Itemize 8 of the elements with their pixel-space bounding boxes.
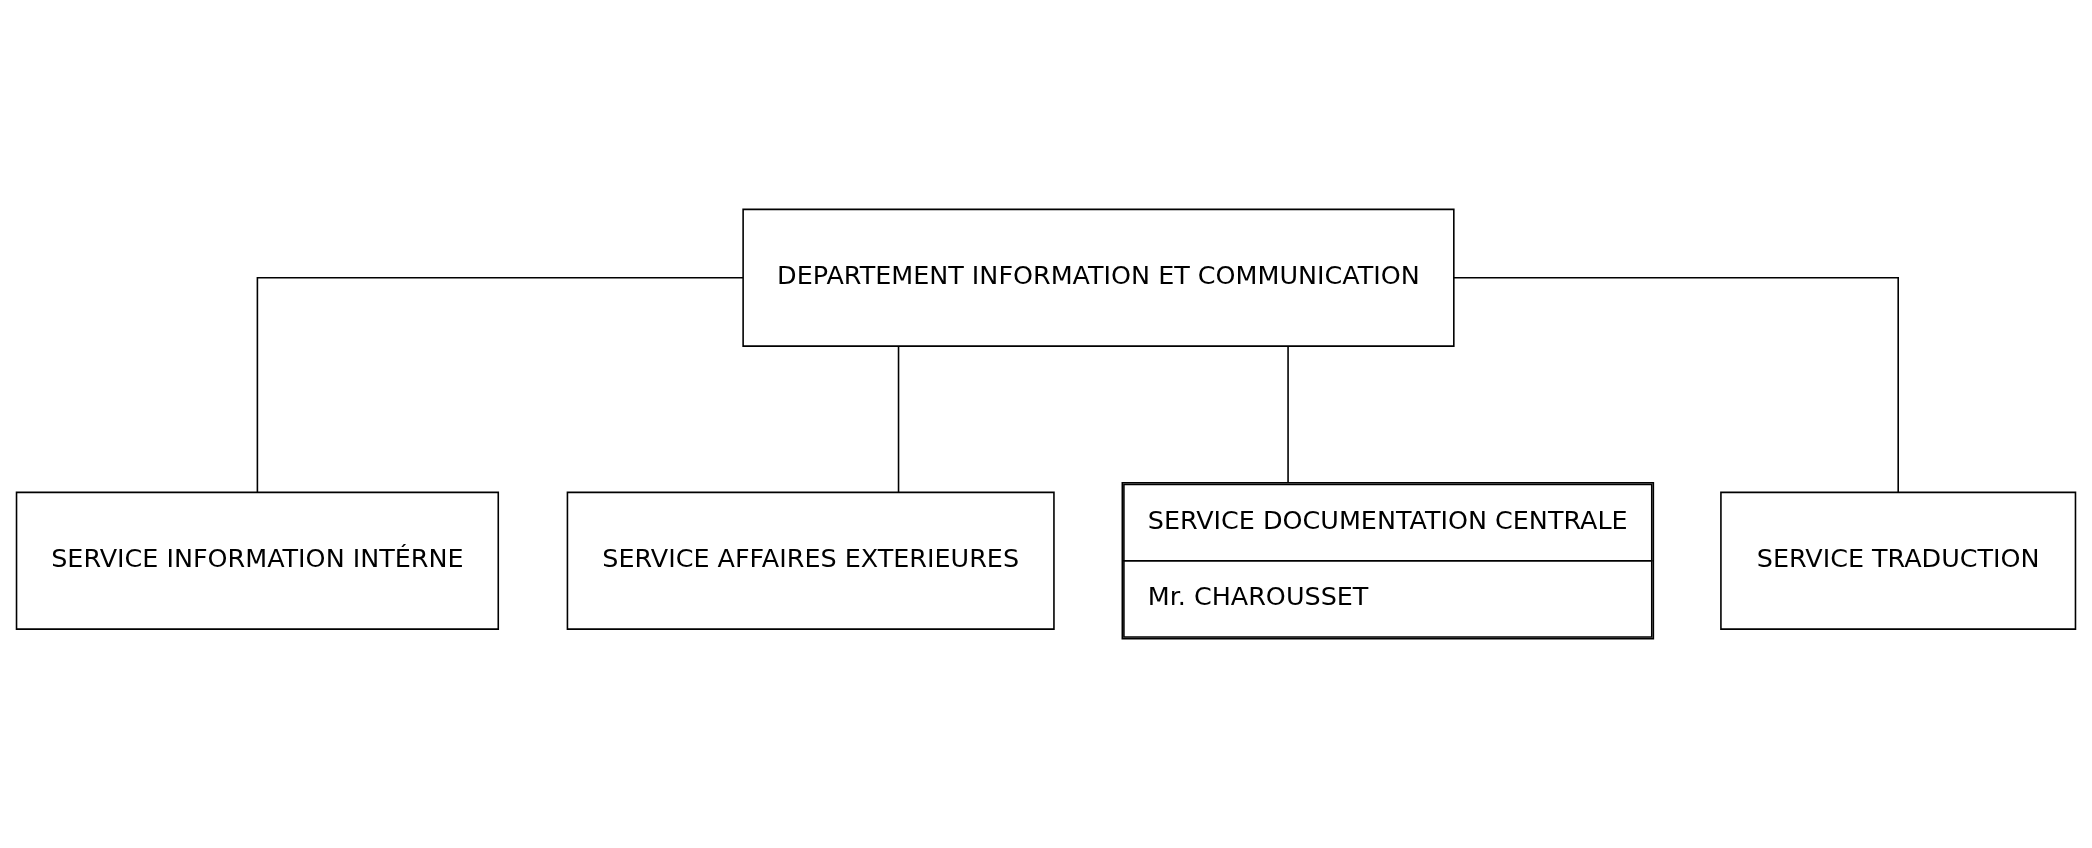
node-box: DEPARTEMENT INFORMATION ET COMMUNICATION <box>742 208 1455 347</box>
connector <box>897 345 900 494</box>
node-box: SERVICE AFFAIRES EXTERIEURES <box>566 491 1055 630</box>
connector <box>256 276 744 493</box>
connector <box>1453 276 1899 493</box>
node-box: SERVICE TRADUCTION <box>1720 491 2077 630</box>
node-box: SERVICE INFORMATION INTÉRNE <box>15 491 500 630</box>
connector <box>1287 345 1289 484</box>
